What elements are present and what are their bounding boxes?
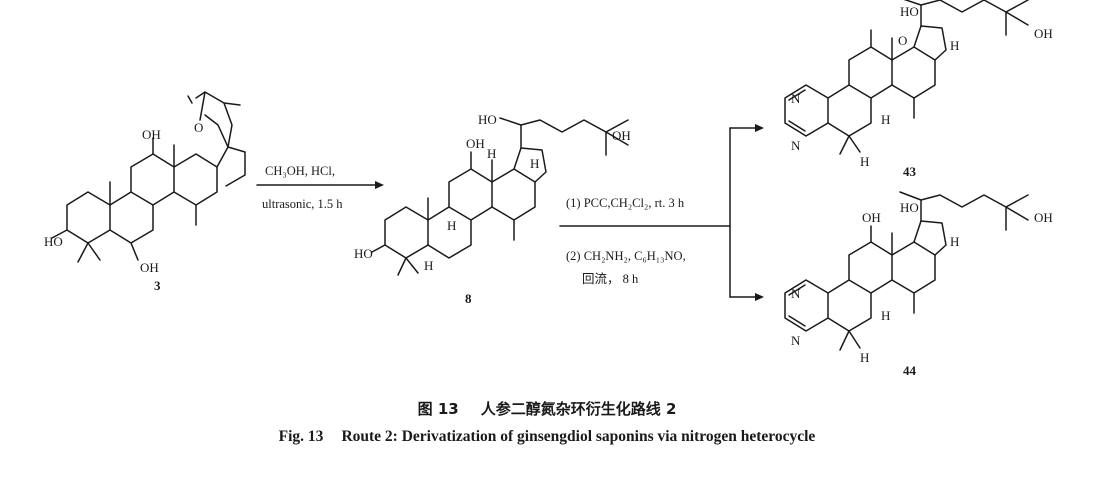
compound-43-number: 43 <box>903 164 917 179</box>
compound-3-label-oh-bottom: OH <box>140 260 159 275</box>
compound-8-label-h2: H <box>447 218 456 233</box>
step2-reagent-3: 回流， 8 h <box>582 272 639 286</box>
compound-8-label-h1: H <box>487 146 496 161</box>
step1-reagent: CH₃OH, HCl, <box>265 164 335 178</box>
compound-8-label-oh-top: OH <box>466 136 485 151</box>
compound-43-label-n1: N <box>791 91 801 106</box>
compound-8-number: 8 <box>465 291 472 306</box>
step1-condition: ultrasonic, 1.5 h <box>262 197 343 211</box>
caption-zh-text: 人参二醇氮杂环衍生化路线 2 <box>480 400 677 418</box>
compound-44-label-h1: H <box>950 234 959 249</box>
compound-44-label-h3: H <box>860 350 869 365</box>
step2-reagent-2: (2) CH₂NH₂, C₆H₁₃NO, <box>566 249 686 263</box>
compound-43-label-o: O <box>898 33 907 48</box>
compound-8-label-h3: H <box>424 258 433 273</box>
compound-44-structure <box>784 191 1029 351</box>
compound-3-number: 3 <box>154 278 161 293</box>
compound-43-structure <box>784 0 1029 155</box>
reaction-arrow-2 <box>559 124 764 301</box>
compound-43-label-h3: H <box>860 154 869 169</box>
caption-en-label: Fig. 13 <box>278 428 324 445</box>
caption-chinese: 图 13 人参二醇氮杂环衍生化路线 2 <box>0 398 1094 419</box>
compound-44-number: 44 <box>903 363 917 378</box>
compound-44-label-oh: OH <box>1034 210 1053 225</box>
compound-8-label-ho-side: HO <box>478 112 497 127</box>
compound-8-label-h4: H <box>530 156 539 171</box>
compound-43-label-h2: H <box>881 112 890 127</box>
compound-3-structure <box>51 91 246 263</box>
caption-zh-label: 图 13 <box>417 400 459 418</box>
caption-en-text: Route 2: Derivatization of ginsengdiol s… <box>341 428 816 445</box>
compound-43-label-ho: HO <box>900 4 919 19</box>
compound-8-label-ho: HO <box>354 246 373 261</box>
compound-3-label-o: O <box>194 120 203 135</box>
compound-43-label-oh: OH <box>1034 26 1053 41</box>
compound-8-label-oh-side: OH <box>612 128 631 143</box>
compound-43-label-n2: N <box>791 138 801 153</box>
compound-8-structure <box>371 117 629 276</box>
caption-english: Fig. 13 Route 2: Derivatization of ginsen… <box>0 428 1094 446</box>
compound-43-label-h1: H <box>950 38 959 53</box>
compound-44-label-oh-top: OH <box>862 210 881 225</box>
reaction-arrow-1 <box>256 181 384 189</box>
compound-3-label-ho: HO <box>44 234 63 249</box>
step2-reagent-1: (1) PCC,CH₂Cl₂, rt. 3 h <box>566 196 685 210</box>
reaction-scheme: OH HO OH O 3 CH₃OH, HCl, ultrasonic, 1.5… <box>44 0 1053 378</box>
compound-44-label-n2: N <box>791 333 801 348</box>
compound-44-label-ho: HO <box>900 200 919 215</box>
compound-44-label-n1: N <box>791 286 801 301</box>
compound-44-label-h2: H <box>881 308 890 323</box>
compound-3-label-oh-top: OH <box>142 127 161 142</box>
